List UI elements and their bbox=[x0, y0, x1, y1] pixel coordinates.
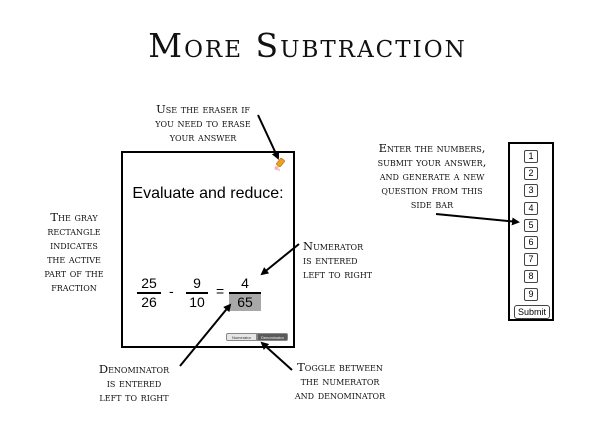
toggle-numerator[interactable]: Numerator bbox=[226, 333, 257, 341]
key-7[interactable]: 7 bbox=[524, 253, 538, 267]
minus-operator: - bbox=[169, 283, 174, 299]
gray-rectangle-note: The gray rectangle indicates the active … bbox=[44, 210, 104, 294]
question-prompt: Evaluate and reduce: bbox=[132, 185, 284, 202]
answer-denominator[interactable]: 65 bbox=[229, 293, 261, 311]
equals-sign: = bbox=[216, 283, 225, 299]
key-5[interactable]: 5 bbox=[524, 218, 538, 232]
fraction-1-numerator: 25 bbox=[141, 275, 157, 291]
denominator-arrow bbox=[179, 303, 232, 367]
sidebar-note: Enter the numbers, submit your answer, a… bbox=[377, 141, 487, 211]
key-9[interactable]: 9 bbox=[524, 287, 538, 301]
fraction-2-numerator: 9 bbox=[193, 275, 201, 291]
numerator-denominator-toggle[interactable]: Numerator Denominator bbox=[226, 333, 288, 341]
number-sidebar: 1 2 3 4 5 6 7 8 9 0 Submit bbox=[508, 142, 554, 321]
fraction-1: 25 26 bbox=[137, 275, 161, 311]
page-title: More Subtraction bbox=[148, 26, 467, 65]
fraction-2: 9 10 bbox=[186, 275, 208, 311]
eraser-arrow bbox=[257, 114, 280, 160]
answer-fraction[interactable]: 4 65 bbox=[229, 275, 261, 311]
app-screen: Evaluate and reduce: 25 26 - 9 10 = 4 65… bbox=[121, 151, 295, 348]
submit-button[interactable]: Submit bbox=[514, 305, 550, 319]
key-1[interactable]: 1 bbox=[524, 150, 538, 163]
toggle-denominator[interactable]: Denominator bbox=[257, 333, 288, 341]
key-2[interactable]: 2 bbox=[524, 167, 538, 181]
toggle-arrow bbox=[260, 341, 293, 371]
toggle-note: Toggle between the numerator and denomin… bbox=[294, 360, 386, 402]
fraction-2-denominator: 10 bbox=[189, 293, 205, 310]
numerator-arrow bbox=[260, 243, 300, 276]
answer-bar bbox=[229, 292, 261, 294]
key-4[interactable]: 4 bbox=[524, 201, 538, 215]
answer-numerator[interactable]: 4 bbox=[241, 275, 249, 291]
fraction-1-bar bbox=[137, 292, 161, 294]
fraction-2-bar bbox=[186, 292, 208, 294]
key-6[interactable]: 6 bbox=[524, 235, 538, 249]
eraser-note: Use the eraser if you need to erase your… bbox=[155, 102, 251, 144]
numerator-note: Numerator is entered left to right bbox=[303, 239, 373, 281]
key-3[interactable]: 3 bbox=[524, 184, 538, 198]
sidebar-arrow bbox=[435, 213, 520, 226]
eraser-icon[interactable] bbox=[273, 157, 287, 172]
fraction-1-denominator: 26 bbox=[141, 293, 157, 310]
denominator-note: Denominator is entered left to right bbox=[98, 362, 170, 404]
key-8[interactable]: 8 bbox=[524, 270, 538, 284]
